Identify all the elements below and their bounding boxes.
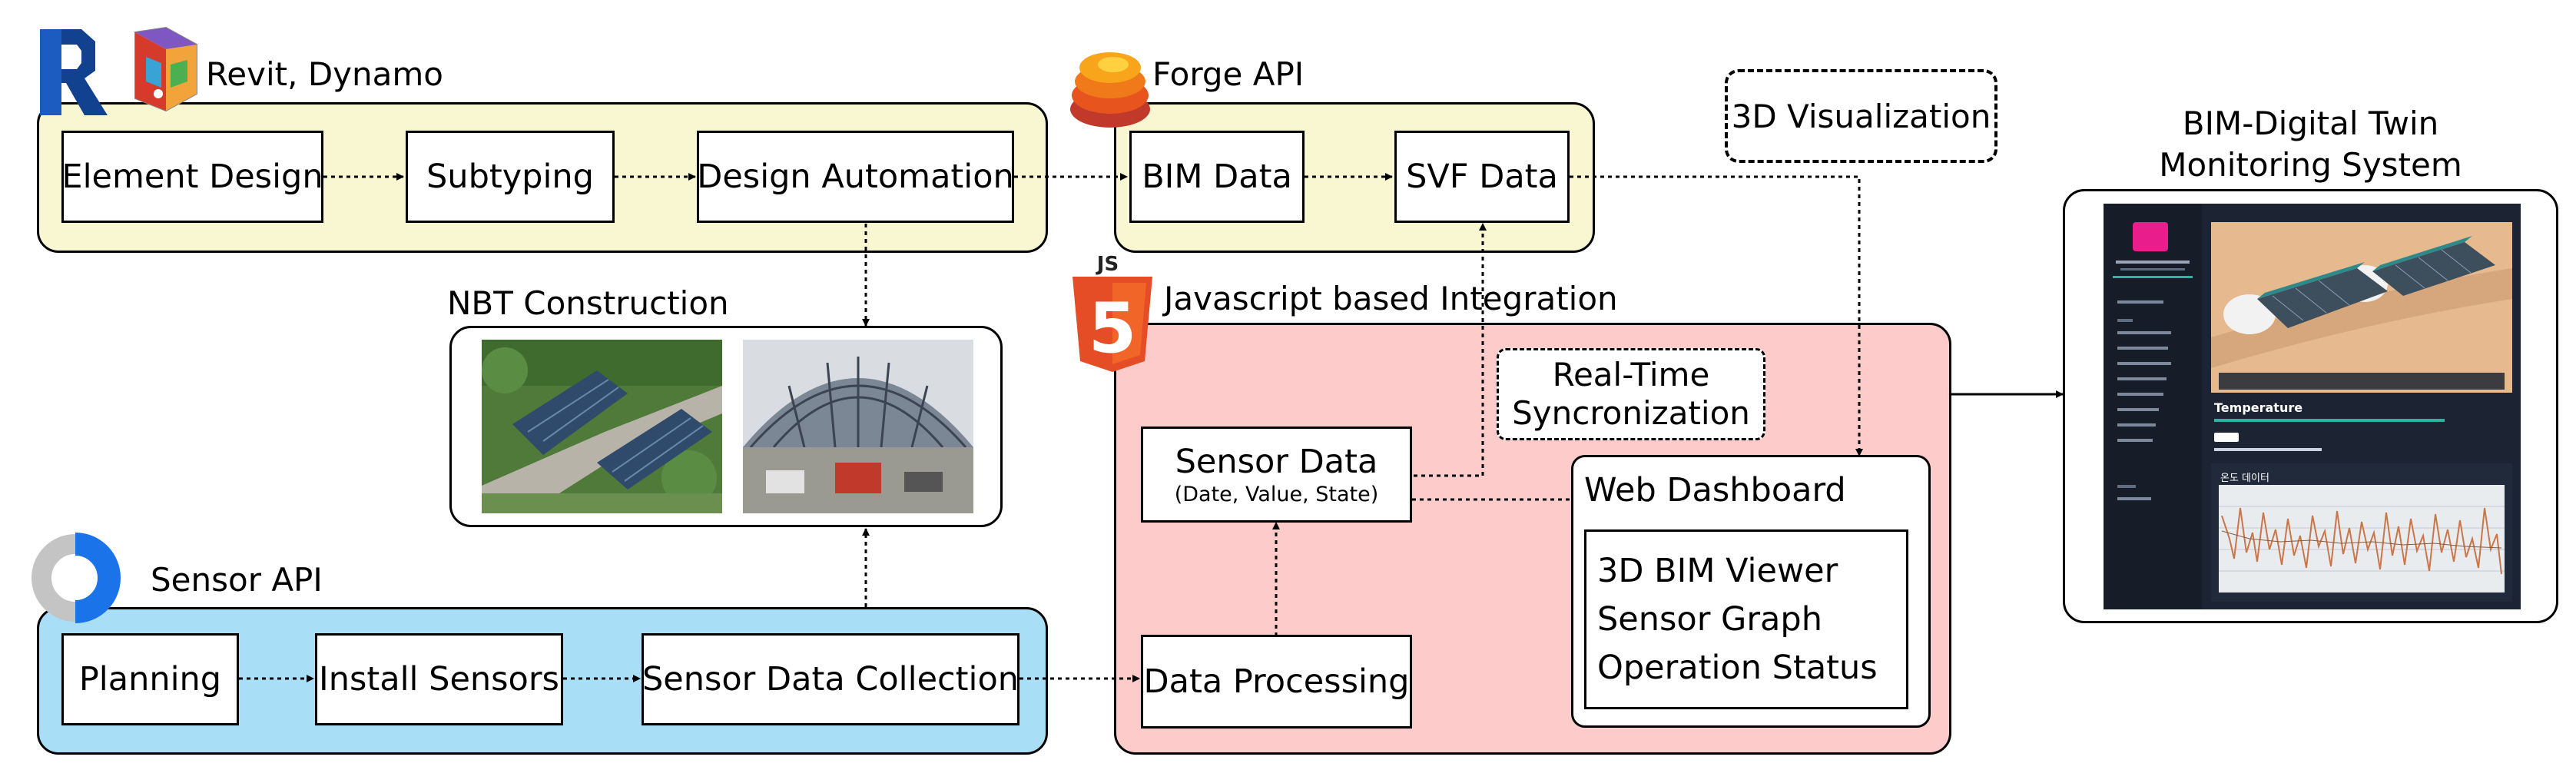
screen-menu-item	[2117, 393, 2163, 396]
nbt-aerial-photo	[482, 340, 722, 513]
screen-menu-item	[2117, 319, 2133, 322]
realtime-sync-line-1: Real-Time	[1552, 356, 1710, 393]
screen-temperature-chart	[2219, 485, 2505, 592]
screen-panel-subtitle-line	[2214, 419, 2445, 422]
revit-logo-icon	[40, 29, 108, 115]
screen-menu-item	[2117, 377, 2167, 380]
web-dashboard-box: Web Dashboard 3D BIM Viewer Sensor Graph…	[1571, 455, 1931, 728]
nbt-construction-label: NBT Construction	[447, 284, 729, 322]
element-design-box: Element Design	[61, 131, 323, 223]
forge-logo-icon	[1070, 52, 1150, 128]
screen-menu-item	[2117, 362, 2171, 365]
screen-menu-item	[2117, 439, 2153, 442]
screen-chart-panel: 온도 데이터	[2211, 463, 2512, 602]
sensor-data-subtitle: (Date, Value, State)	[1174, 482, 1379, 506]
3d-visualization-label: 3D Visualization	[1725, 69, 1997, 163]
web-dashboard-list: 3D BIM Viewer Sensor Graph Operation Sta…	[1584, 529, 1908, 709]
dashboard-item-sensor-graph: Sensor Graph	[1597, 600, 1822, 639]
screen-menu-item	[2117, 423, 2156, 427]
html5-number-text: 5	[1089, 288, 1137, 369]
screen-panel-date-line	[2214, 448, 2322, 451]
html5-logo-icon: JS 5	[1073, 254, 1152, 372]
dashboard-item-3d-bim-viewer: 3D BIM Viewer	[1597, 552, 1838, 590]
dynamo-logo-icon	[134, 26, 197, 112]
javascript-integration-label: Javascript based Integration	[1164, 280, 1618, 317]
screen-menu-item	[2117, 300, 2163, 304]
screen-logo-badge	[2133, 222, 2168, 251]
sensor-data-collection-box: Sensor Data Collection	[642, 633, 1019, 725]
bim-data-box: BIM Data	[1129, 131, 1305, 223]
nbt-tunnel-photo	[743, 340, 973, 513]
screen-chart-title: 온도 데이터	[2220, 473, 2269, 484]
sensor-api-logo-icon	[31, 533, 121, 623]
sensor-data-title: Sensor Data	[1175, 442, 1378, 481]
screen-menu-item	[2117, 485, 2136, 488]
sensor-api-label: Sensor API	[151, 561, 323, 599]
svf-data-box: SVF Data	[1394, 131, 1570, 223]
planning-box: Planning	[61, 633, 239, 725]
monitoring-screenshot: Temperature 온도 데이터	[2104, 204, 2521, 609]
screen-sidebar-line	[2113, 276, 2193, 278]
revit-dynamo-label: Revit, Dynamo	[206, 55, 443, 93]
screen-menu-item	[2117, 497, 2151, 500]
realtime-sync-line-2: Syncronization	[1512, 394, 1750, 432]
realtime-sync-label: Real-Time Syncronization	[1497, 348, 1765, 440]
monitoring-title-line-2: Monitoring System	[2159, 146, 2462, 184]
data-processing-box: Data Processing	[1141, 635, 1412, 729]
screen-panel-button	[2214, 433, 2239, 442]
install-sensors-box: Install Sensors	[315, 633, 563, 725]
web-dashboard-title: Web Dashboard	[1584, 471, 1846, 509]
dashboard-item-operation-status: Operation Status	[1597, 649, 1878, 687]
sensor-data-box: Sensor Data (Date, Value, State)	[1141, 427, 1412, 523]
screen-menu-item	[2117, 347, 2168, 350]
html5-js-text: JS	[1096, 254, 1119, 276]
screen-panel-title: Temperature	[2214, 400, 2303, 415]
screen-menu-item	[2117, 331, 2171, 334]
screen-3d-model-view	[2211, 222, 2512, 393]
arrow-sensor-data-to-svf	[1414, 223, 1487, 477]
forge-api-label: Forge API	[1152, 55, 1305, 93]
subtyping-box: Subtyping	[406, 131, 615, 223]
monitoring-title-line-1: BIM-Digital Twin	[2182, 105, 2439, 142]
design-automation-box: Design Automation	[697, 131, 1014, 223]
screen-menu-item	[2117, 408, 2159, 411]
screen-sidebar-line	[2120, 268, 2185, 271]
screen-sidebar-header-lines	[2116, 261, 2190, 264]
screen-sidebar	[2104, 204, 2202, 609]
